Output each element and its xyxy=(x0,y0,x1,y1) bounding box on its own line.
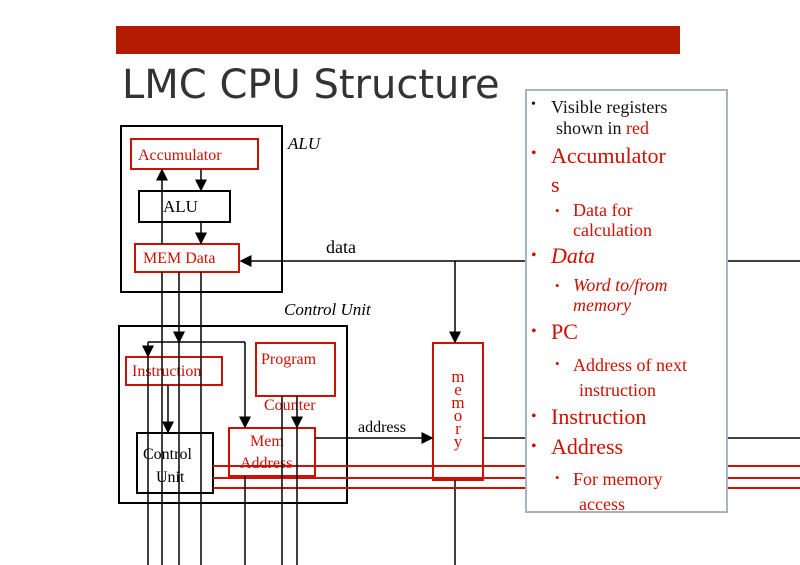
control-group-box xyxy=(118,325,348,504)
bullet-1: • xyxy=(531,145,537,162)
control-unit-label-2: Unit xyxy=(156,469,185,486)
program-counter-label-2: Counter xyxy=(264,397,316,414)
slide-title: LMC CPU Structure xyxy=(122,62,500,108)
legend-item-data: Data xyxy=(551,243,595,268)
memory-letter-5: r xyxy=(455,419,461,438)
legend-item-accumulators: Accumulator s xyxy=(551,143,666,197)
accumulator-register xyxy=(130,138,259,170)
legend-item-data-for-calc: Data for calculation xyxy=(573,200,652,240)
memory-letter-6: y xyxy=(454,432,463,451)
mem-data-register xyxy=(134,243,240,273)
bullet-2: • xyxy=(555,203,560,218)
alu-unit xyxy=(138,190,231,223)
bullet-4: • xyxy=(555,278,560,293)
address-bus-label: address xyxy=(358,419,406,436)
memory-letter-1: m xyxy=(451,367,464,386)
control-unit-box xyxy=(136,432,214,494)
memory-letter-2: e xyxy=(454,380,462,399)
red-word: red xyxy=(626,118,649,138)
bullet-9: • xyxy=(555,470,560,485)
mem-address-label-2: Address xyxy=(240,455,292,472)
memory-letter-3: m xyxy=(451,393,464,412)
legend-line-0a: Visible registers xyxy=(551,97,668,117)
title-accent-bar xyxy=(116,26,680,54)
legend-item-instruction: Instruction xyxy=(551,404,647,429)
legend-item-address: Address xyxy=(551,434,624,459)
accumulator-label: Accumulator xyxy=(138,147,222,164)
alu-group-label: ALU xyxy=(287,134,322,153)
bullet-7: • xyxy=(531,408,537,425)
bullet-8: • xyxy=(531,438,537,455)
control-group-label: Control Unit xyxy=(284,300,372,319)
mem-data-label: MEM Data xyxy=(143,250,215,267)
mem-address-label-1: Mem xyxy=(250,433,284,450)
legend-item-word: Word to/from memory xyxy=(573,275,668,315)
bullet-6: • xyxy=(555,356,560,371)
legend-item-pc: PC xyxy=(551,319,578,344)
instruction-label: Instruction xyxy=(132,363,201,380)
bullet-5: • xyxy=(531,323,537,340)
bullet-3: • xyxy=(531,247,537,264)
register-legend-panel: • Visible registers shown in red • Accum… xyxy=(525,89,728,514)
mem-address-register xyxy=(228,427,316,477)
bullet-0: • xyxy=(531,97,536,112)
memory-letter-4: o xyxy=(454,406,463,425)
legend-item-memory-access: For memory access xyxy=(573,469,663,514)
legend-item-address-next: Address of next instruction xyxy=(573,355,687,400)
legend-line-0b: shown in red xyxy=(556,118,649,138)
control-unit-label-1: Control xyxy=(143,446,192,463)
legend-item-visible-registers: Visible registers shown in red xyxy=(551,97,667,139)
program-counter-register xyxy=(255,342,336,397)
alu-label: ALU xyxy=(163,197,198,216)
data-bus-label: data xyxy=(326,237,356,257)
program-counter-label-1: Program xyxy=(261,351,317,368)
instruction-register xyxy=(125,356,223,386)
